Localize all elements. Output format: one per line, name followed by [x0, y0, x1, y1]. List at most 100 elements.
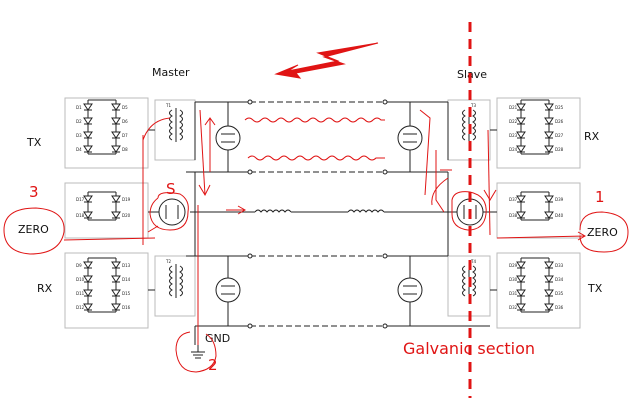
diode-symbol	[544, 275, 554, 283]
diode-label: D21	[509, 105, 518, 110]
diode-label: D2	[76, 119, 82, 124]
diode-label: D8	[122, 147, 128, 152]
diode-symbol	[83, 103, 93, 111]
diode-label: D3	[76, 133, 82, 138]
diode-label: D37	[509, 197, 518, 202]
diode-label: D4	[76, 147, 82, 152]
zero-right-label: ZERO	[587, 226, 618, 239]
diode-label: D16	[122, 305, 131, 310]
diode-label: D32	[509, 305, 518, 310]
diode-label: D13	[122, 263, 131, 268]
diode-symbol	[111, 261, 121, 269]
diode-label: D25	[555, 105, 564, 110]
gnd-label: GND	[205, 332, 230, 345]
diode-label: D30	[509, 277, 518, 282]
left-top-diode-box	[64, 97, 149, 169]
diode-label: D23	[509, 133, 518, 138]
diode-symbol	[516, 195, 526, 203]
diode-label: D36	[555, 305, 564, 310]
diode-label: D20	[122, 213, 131, 218]
diode-symbol	[516, 131, 526, 139]
diode-symbol	[111, 117, 121, 125]
right-mid-diode-box	[496, 182, 581, 239]
diode-label: D11	[76, 291, 85, 296]
diode-symbol	[544, 261, 554, 269]
diode-symbol	[83, 131, 93, 139]
diode-symbol	[516, 117, 526, 125]
diode-label: D31	[509, 291, 518, 296]
centre-wire	[148, 209, 497, 213]
diode-symbol	[111, 275, 121, 283]
diode-symbol	[544, 145, 554, 153]
zero-left-label: ZERO	[18, 223, 49, 236]
marker-s-text: S	[166, 180, 176, 198]
diode-label: D33	[555, 263, 564, 268]
cable-bottom-pair	[195, 253, 448, 329]
diode-symbol	[516, 289, 526, 297]
diode-label: D18	[76, 213, 85, 218]
diode-symbol	[83, 275, 93, 283]
diode-symbol	[111, 131, 121, 139]
diode-label: D19	[122, 197, 131, 202]
diode-symbol	[83, 303, 93, 311]
diode-label: D35	[555, 291, 564, 296]
diode-label: D29	[509, 263, 518, 268]
diode-symbol	[111, 211, 121, 219]
diode-label: D5	[122, 105, 128, 110]
diode-label: D26	[555, 119, 564, 124]
diode-label: D22	[509, 119, 518, 124]
diode-symbol	[544, 303, 554, 311]
diode-label: D40	[555, 213, 564, 218]
t3-label: T3	[470, 103, 476, 108]
marker-3-text: 3	[29, 183, 39, 201]
diode-symbol	[111, 195, 121, 203]
current-path-scribbles	[3, 109, 629, 373]
left-mid-diode-box	[64, 182, 149, 239]
ground-symbol	[191, 345, 205, 359]
diode-label: D7	[122, 133, 128, 138]
diode-label: D10	[76, 277, 85, 282]
diode-symbol	[111, 145, 121, 153]
diode-symbol	[111, 303, 121, 311]
diode-symbol	[544, 211, 554, 219]
diode-symbol	[516, 303, 526, 311]
diode-symbol	[544, 103, 554, 111]
diode-label: D15	[122, 291, 131, 296]
diode-symbol	[544, 131, 554, 139]
diode-label: D12	[76, 305, 85, 310]
diode-symbol	[544, 117, 554, 125]
master-label: Master	[152, 66, 190, 79]
right-top-diode-box	[496, 97, 581, 169]
diode-arrays: D1D2D3D4D5D6D7D8D17D18D19D20D9D10D11D12D…	[76, 99, 564, 313]
diode-label: D9	[76, 263, 82, 268]
diode-symbol	[111, 103, 121, 111]
diode-symbol	[544, 195, 554, 203]
diode-label: D17	[76, 197, 85, 202]
rx-left-label: RX	[37, 282, 53, 295]
diode-symbol	[83, 261, 93, 269]
marker-1-text: 1	[595, 188, 605, 206]
diode-label: D24	[509, 147, 518, 152]
bus-lines	[148, 102, 497, 345]
marker-2-text: 2	[208, 356, 218, 374]
diode-label: D27	[555, 133, 564, 138]
diode-symbol	[516, 211, 526, 219]
lightning-icon	[274, 42, 379, 79]
galvanic-section-label: Galvanic section	[403, 339, 535, 358]
diode-symbol	[516, 261, 526, 269]
t4-label: T4	[470, 259, 476, 264]
discharge-tube-centre-left	[158, 198, 186, 226]
transformer-t2: T2	[154, 255, 196, 317]
diode-symbol	[83, 289, 93, 297]
discharge-tube-top-left	[215, 102, 241, 172]
diode-symbol	[111, 289, 121, 297]
transformer-t1: T1	[154, 99, 196, 161]
diode-symbol	[544, 289, 554, 297]
diode-symbol	[83, 211, 93, 219]
diode-symbol	[516, 103, 526, 111]
tx-left-label: TX	[26, 136, 42, 149]
diode-symbol	[83, 117, 93, 125]
diode-label: D14	[122, 277, 131, 282]
